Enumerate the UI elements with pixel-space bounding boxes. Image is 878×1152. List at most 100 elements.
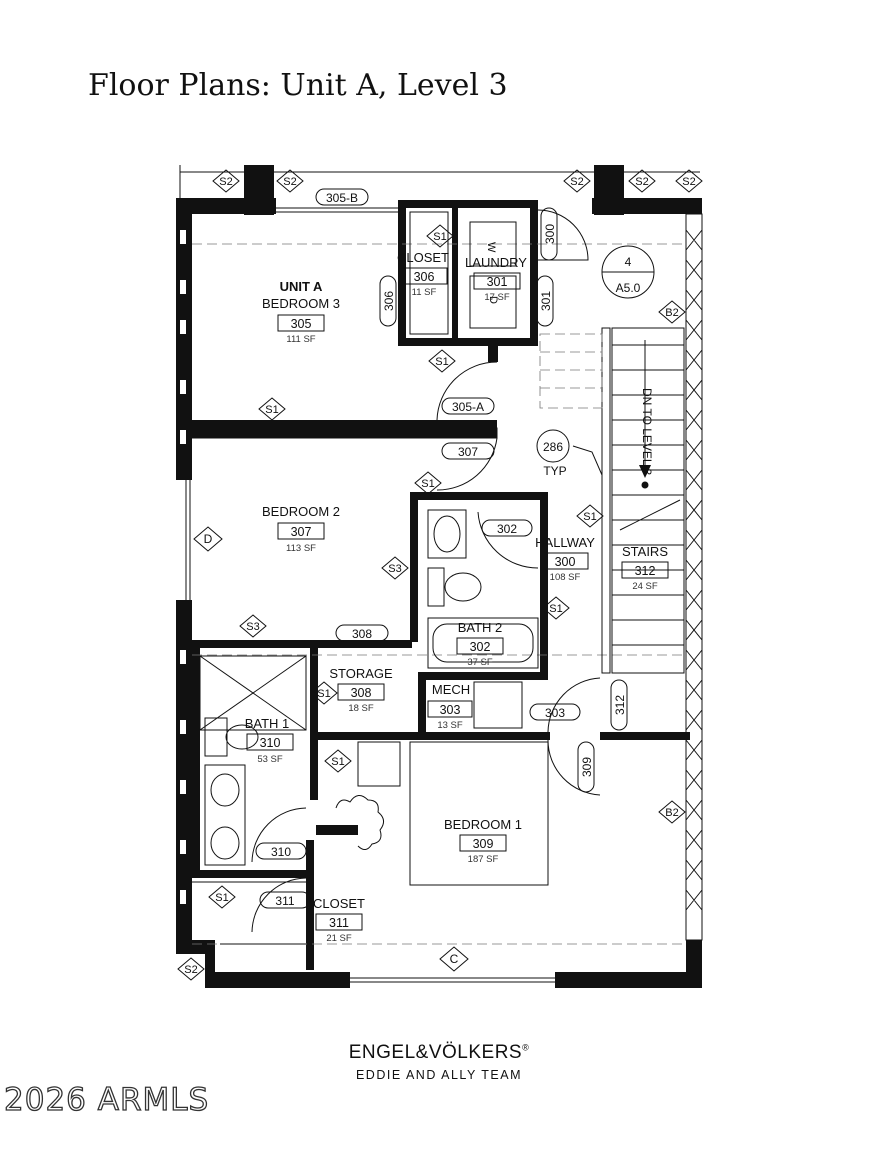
dryer-label: D xyxy=(487,296,499,304)
room-number: 307 xyxy=(291,525,312,539)
stair-note: DN TO LEVEL 3 xyxy=(640,388,654,475)
room-name: HALLWAY xyxy=(535,535,595,550)
room-area: 37 SF xyxy=(467,657,493,668)
svg-text:310: 310 xyxy=(271,845,291,859)
room-name: BATH 2 xyxy=(458,620,503,635)
svg-text:307: 307 xyxy=(458,445,478,459)
svg-text:S2: S2 xyxy=(635,176,648,188)
room-name: LAUNDRY xyxy=(465,255,527,270)
wall-tags: S2 S2 S2 S2 S2 S1 S1 S1 S1 S1 S1 S1 S1 S… xyxy=(177,169,703,981)
door-tag-305-b: 305-B xyxy=(315,188,369,206)
logo-registered-mark: ® xyxy=(522,1042,530,1053)
room-number: 306 xyxy=(414,270,435,284)
hatched-wall xyxy=(685,213,703,941)
room-name: BEDROOM 2 xyxy=(262,504,340,519)
room-bedroom-1: BEDROOM 1 309 187 SF xyxy=(444,817,522,865)
svg-text:S1: S1 xyxy=(433,231,446,243)
wall-tag-s3: S3 xyxy=(239,614,267,638)
room-name: CLOSET xyxy=(397,250,449,265)
door-tag-312: 312 xyxy=(610,679,628,731)
door-tag-308: 308 xyxy=(335,624,389,642)
room-number: 309 xyxy=(473,837,494,851)
room-area: 111 SF xyxy=(286,334,315,345)
svg-text:S1: S1 xyxy=(549,603,562,615)
svg-text:S2: S2 xyxy=(570,176,583,188)
room-name: BEDROOM 3 xyxy=(262,296,340,311)
door-tag-309: 309 xyxy=(577,741,595,793)
svg-text:S1: S1 xyxy=(421,478,434,490)
door-tag-303: 303 xyxy=(529,703,581,721)
door-tag-311: 311 xyxy=(259,891,311,909)
room-storage: STORAGE 308 18 SF xyxy=(329,666,393,714)
wall-tag-s2: S2 xyxy=(212,169,240,193)
svg-text:S3: S3 xyxy=(246,621,259,633)
door-tag-302: 302 xyxy=(481,519,533,537)
washer-label: W xyxy=(485,242,497,253)
door-tag-306: 306 xyxy=(379,275,397,327)
brand-logo: ENGEL&VÖLKERS® EDDIE AND ALLY TEAM xyxy=(0,1042,878,1082)
svg-text:S1: S1 xyxy=(265,404,278,416)
logo-subtitle: EDDIE AND ALLY TEAM xyxy=(355,1068,523,1082)
room-number: 308 xyxy=(351,686,372,700)
room-number: 312 xyxy=(635,564,656,578)
room-closet-306: CLOSET 306 11 SF xyxy=(397,250,449,298)
wall-tag-s1: S1 xyxy=(428,349,456,373)
room-name: STORAGE xyxy=(329,666,393,681)
svg-text:B2: B2 xyxy=(665,307,678,319)
room-area: 108 SF xyxy=(550,572,581,583)
room-mech: MECH 303 13 SF xyxy=(427,682,473,731)
door-tag-301: 301 xyxy=(536,275,554,327)
page-title: Floor Plans: Unit A, Level 3 xyxy=(88,68,508,103)
section-marker-num: 4 xyxy=(625,255,632,269)
svg-text:S1: S1 xyxy=(435,356,448,368)
fixtures xyxy=(199,211,549,886)
svg-text:305-B: 305-B xyxy=(326,191,358,205)
door-swings xyxy=(251,209,601,933)
room-area: 13 SF xyxy=(437,720,463,731)
wall-tag-s1: S1 xyxy=(576,504,604,528)
room-number: 300 xyxy=(555,555,576,569)
logo-text: ENGEL&VÖLKERS xyxy=(348,1042,523,1063)
wall-tag-s2: S2 xyxy=(675,169,703,193)
room-area: 24 SF xyxy=(632,581,658,592)
door-tag-310: 310 xyxy=(255,842,307,860)
door-tag-300: 300 xyxy=(540,207,558,261)
wall-tag-c: C xyxy=(439,946,469,972)
wall-tag-b2: B2 xyxy=(658,800,686,824)
note-num: 286 xyxy=(543,440,563,454)
svg-text:B2: B2 xyxy=(665,807,678,819)
door-tag-307: 307 xyxy=(441,442,495,460)
wall-tag-d: D xyxy=(193,526,223,552)
svg-text:309: 309 xyxy=(580,757,594,777)
svg-text:300: 300 xyxy=(543,224,557,244)
room-name: STAIRS xyxy=(622,544,668,559)
room-bath-2: BATH 2 302 37 SF xyxy=(456,620,504,668)
section-marker-sheet: A5.0 xyxy=(616,281,641,295)
wall-tag-s1: S1 xyxy=(258,397,286,421)
room-number: 301 xyxy=(487,275,508,289)
wall-tag-s1: S1 xyxy=(324,749,352,773)
svg-text:D: D xyxy=(204,532,213,546)
room-area: 53 SF xyxy=(257,754,283,765)
note-label: TYP xyxy=(543,464,566,478)
wall-tag-s1: S1 xyxy=(426,224,454,248)
wall-tag-s2: S2 xyxy=(628,169,656,193)
room-number: 302 xyxy=(470,640,491,654)
room-area: 17 SF xyxy=(484,292,510,303)
svg-text:C: C xyxy=(450,952,459,966)
wall-tag-s2: S2 xyxy=(177,957,205,981)
wall-tag-b2: B2 xyxy=(658,300,686,324)
room-name: MECH xyxy=(432,682,470,697)
wall-tag-s2: S2 xyxy=(563,169,591,193)
room-area: 113 SF xyxy=(286,543,316,554)
svg-text:S2: S2 xyxy=(283,176,296,188)
svg-text:312: 312 xyxy=(613,695,627,715)
section-marker: 4 A5.0 xyxy=(601,245,655,299)
svg-text:308: 308 xyxy=(352,627,372,641)
svg-text:306: 306 xyxy=(382,291,396,311)
room-area: 187 SF xyxy=(468,854,499,865)
svg-text:S2: S2 xyxy=(219,176,232,188)
svg-text:301: 301 xyxy=(539,291,553,311)
room-stairs: STAIRS 312 24 SF xyxy=(621,544,669,592)
room-number: 310 xyxy=(260,736,281,750)
